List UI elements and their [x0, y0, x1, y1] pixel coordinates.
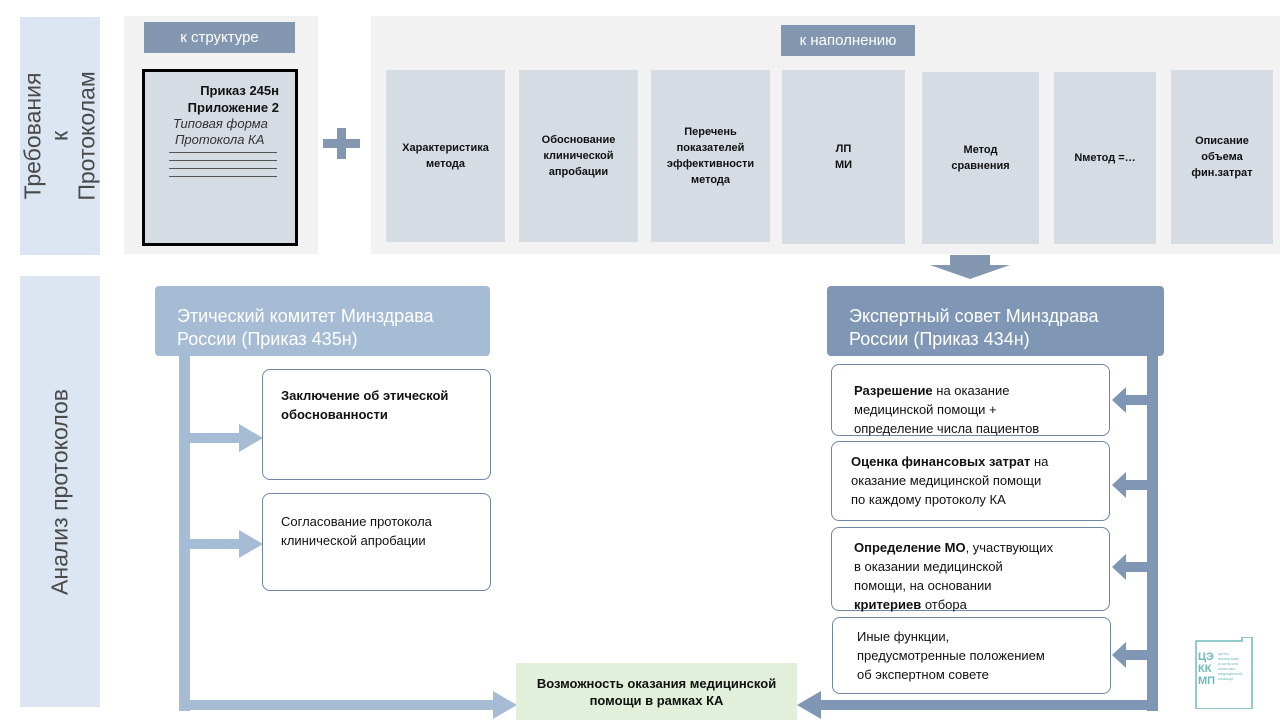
arrow-right-icon: [186, 530, 263, 558]
doc-line: [169, 160, 277, 161]
arrow-left-icon: [1112, 642, 1152, 668]
permission-bold: Разрешение: [854, 383, 933, 398]
financial-text: на оказание медицинской помощи по каждом…: [851, 454, 1049, 507]
protocol-approval-box: Согласование протокола клинической апроб…: [262, 493, 491, 591]
requirements-band: Требования к Протоколам: [20, 17, 100, 255]
content-tag: к наполнению: [781, 25, 915, 56]
logo-caption: центр экспертизы и контроля качества мед…: [1218, 651, 1243, 681]
down-arrow-icon: [930, 255, 1010, 279]
protocol-approval-text: Согласование протокола клинической апроб…: [281, 514, 432, 548]
expert-connector: [1147, 356, 1158, 711]
doc-order: Приказ 245н: [200, 83, 279, 98]
content-column: Nметод =…: [1054, 72, 1156, 244]
analysis-label: Анализ протоколов: [46, 388, 73, 595]
financial-box: Оценка финансовых затрат на оказание мед…: [831, 441, 1110, 521]
criteria-text: отбора: [921, 597, 967, 612]
criteria-bold: критериев: [854, 597, 922, 612]
analysis-band: Анализ протоколов: [20, 276, 100, 707]
final-outcome-box: Возможность оказания медицинской помощи …: [516, 663, 797, 720]
logo-letter-row: МП: [1198, 675, 1216, 687]
content-column: Обоснование клинической апробации: [519, 70, 638, 242]
logo-frame-icon: [1195, 637, 1253, 709]
mo-definition-box: Определение МО, участвующих в оказании м…: [831, 527, 1110, 612]
requirements-label: Требования к Протоколам: [19, 71, 100, 201]
ethics-conclusion-box: Заключение об этической обоснованности: [262, 369, 491, 480]
doc-protocol: Протокола КА: [175, 132, 265, 147]
structure-tag: к структуре: [144, 22, 295, 53]
content-column: Характеристика метода: [386, 70, 505, 242]
arrow-left-icon: [1112, 472, 1152, 498]
ethics-committee-header: Этический комитет Минздрава России (Прик…: [155, 286, 490, 356]
other-functions-box: Иные функции, предусмотренные положением…: [832, 617, 1111, 694]
logo: ЦЭ КК МП центр экспертизы и контроля кач…: [1194, 637, 1254, 709]
ethics-connector: [179, 356, 190, 711]
permission-box: Разрешение на оказание медицинской помощ…: [831, 364, 1110, 436]
arrow-right-icon: [186, 424, 263, 452]
arrow-right-icon: [186, 691, 517, 719]
content-column: Описание объема фин.затрат: [1171, 70, 1273, 244]
protocol-document: Приказ 245н Приложение 2 Типовая форма П…: [142, 69, 298, 246]
other-functions-text: Иные функции, предусмотренные положением…: [857, 629, 1045, 682]
arrow-left-icon: [1112, 387, 1152, 413]
doc-line: [169, 176, 277, 177]
plus-icon: [323, 128, 360, 159]
arrow-left-icon: [797, 691, 1151, 719]
doc-line: [169, 152, 277, 153]
financial-bold: Оценка финансовых затрат: [851, 454, 1031, 469]
arrow-left-icon: [1112, 554, 1152, 580]
logo-letters: ЦЭ КК МП: [1198, 651, 1215, 687]
content-column: ЛП МИ: [782, 70, 905, 244]
doc-appendix: Приложение 2: [187, 100, 279, 115]
doc-form: Типовая форма: [173, 116, 268, 131]
doc-line: [169, 168, 277, 169]
logo-letter-row: ЦЭ: [1198, 651, 1214, 663]
permission-text: на оказание медицинской помощи + определ…: [854, 383, 1040, 436]
logo-letter-row: КК: [1198, 663, 1212, 675]
ethics-conclusion-text: Заключение об этической обоснованности: [281, 388, 449, 422]
mo-definition-text: , участвующих в оказании медицинской пом…: [854, 540, 1054, 593]
content-column: Перечень показателей эффективности метод…: [651, 70, 770, 242]
mo-definition-bold: Определение МО: [854, 540, 966, 555]
expert-council-header: Экспертный совет Минздрава России (Прика…: [827, 286, 1164, 356]
content-column: Метод сравнения: [922, 72, 1039, 244]
